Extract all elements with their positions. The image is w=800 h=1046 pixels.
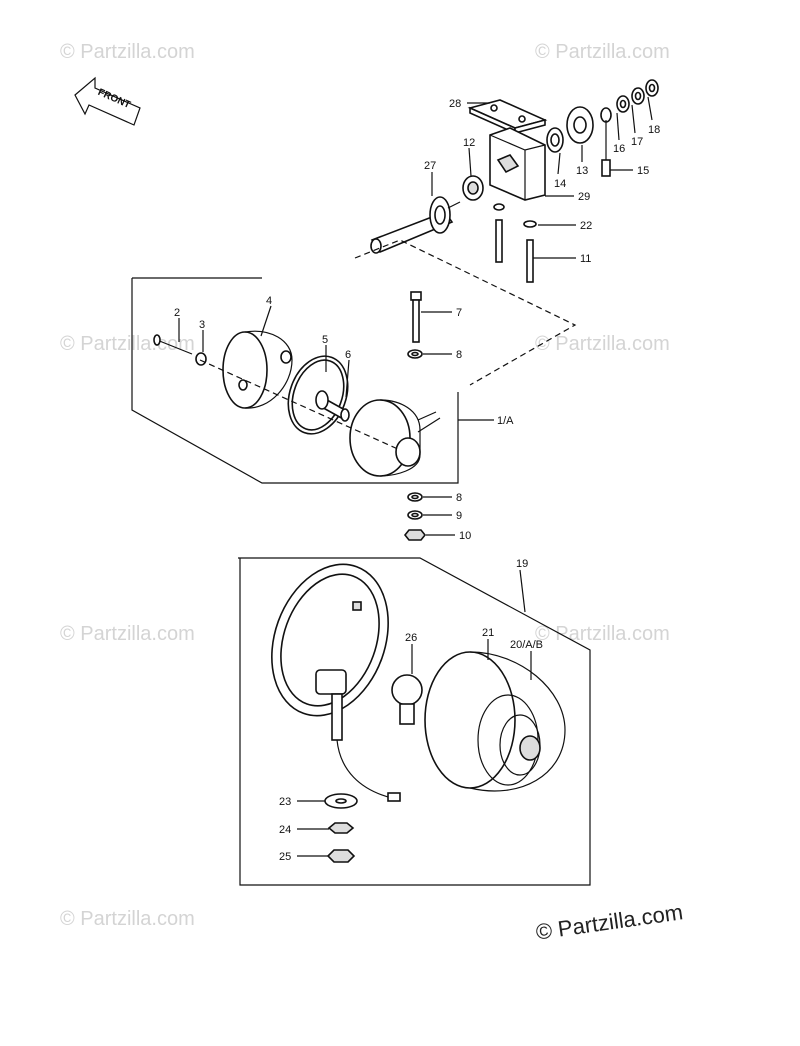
callout-25: 25 [279, 851, 291, 863]
watermark: © Partzilla.com [60, 333, 195, 355]
front-label: FRONT [96, 87, 132, 111]
watermark: © Partzilla.com [535, 41, 670, 63]
callout-26: 26 [405, 632, 417, 644]
callout-labels: 28 12 27 14 13 15 16 17 18 29 22 11 7 8 … [174, 98, 660, 863]
callout-12: 12 [463, 137, 475, 149]
callout-19: 19 [516, 558, 528, 570]
callout-8-lower: 8 [456, 492, 462, 504]
callout-4: 4 [266, 295, 272, 307]
watermark: © Partzilla.com [60, 41, 195, 63]
watermarks: © Partzilla.com © Partzilla.com © Partzi… [60, 41, 670, 930]
callout-5: 5 [322, 334, 328, 346]
mounting-assembly [354, 79, 659, 386]
watermark: © Partzilla.com [535, 333, 670, 355]
callout-15: 15 [637, 165, 649, 177]
callout-28: 28 [449, 98, 461, 110]
callout-23: 23 [279, 796, 291, 808]
watermark: © Partzilla.com [60, 908, 195, 930]
front-arrow-icon: FRONT [74, 76, 141, 126]
callout-24: 24 [279, 824, 291, 836]
callout-13: 13 [576, 165, 588, 177]
watermark: © Partzilla.com [535, 623, 670, 645]
callout-6: 6 [345, 349, 351, 361]
callout-20AB: 20/A/B [510, 639, 543, 651]
callout-14: 14 [554, 178, 566, 190]
callout-1A: 1/A [497, 415, 514, 427]
partzilla-watermark: © Partzilla.com [534, 899, 684, 944]
watermark: © Partzilla.com [60, 623, 195, 645]
callout-29: 29 [578, 191, 590, 203]
callout-16: 16 [613, 143, 625, 155]
callout-21: 21 [482, 627, 494, 639]
callout-9: 9 [456, 510, 462, 522]
callout-22: 22 [580, 220, 592, 232]
callout-11: 11 [580, 253, 591, 265]
callout-2: 2 [174, 307, 180, 319]
leader-lines [178, 96, 653, 857]
callout-27: 27 [424, 160, 436, 172]
lamp-assembly [238, 557, 591, 886]
housing-assembly [131, 277, 459, 541]
callout-8-upper: 8 [456, 349, 462, 361]
callout-10: 10 [459, 530, 471, 542]
callout-3: 3 [199, 319, 205, 331]
callout-7: 7 [456, 307, 462, 319]
callout-17: 17 [631, 136, 643, 148]
callout-18: 18 [648, 124, 660, 136]
